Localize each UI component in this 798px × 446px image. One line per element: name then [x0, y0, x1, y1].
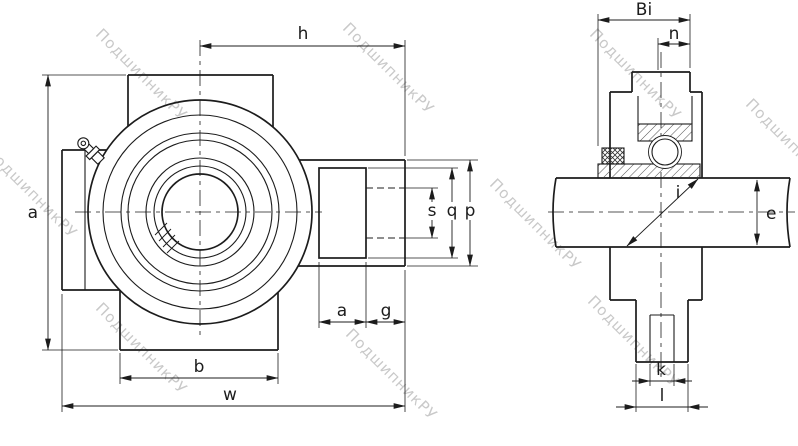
inner-ring-sleeve [597, 163, 701, 179]
dimension-a-height: a [28, 74, 126, 351]
slot-window [318, 167, 367, 259]
dimension-k: k [632, 360, 692, 386]
watermark-text: ПодшипникРУ [486, 175, 585, 274]
dim-label-i: i [676, 183, 681, 203]
dim-label-a-slot: a [337, 301, 347, 321]
dimension-b: b [119, 353, 279, 384]
dim-label-b: b [194, 357, 205, 377]
dim-label-n: n [669, 24, 680, 44]
hidden-slot-lines [366, 187, 405, 239]
dim-label-e: e [766, 204, 776, 224]
dim-label-l: l [660, 386, 665, 406]
bottom-screw-slot [649, 314, 675, 362]
shaft-outline [552, 177, 791, 248]
grease-fitting-icon [77, 137, 105, 165]
dimension-i: i [626, 178, 699, 247]
watermark-text: ПодшипникРУ [584, 292, 683, 391]
dimension-q: q [368, 167, 460, 259]
side-view: Bi n i e k [548, 0, 795, 412]
dimension-p: p [407, 159, 478, 267]
bore-hatch-ticks [154, 222, 180, 254]
dim-label-bi: Bi [636, 0, 652, 20]
dim-label-w: w [223, 385, 237, 405]
dim-label-k: k [656, 360, 666, 380]
set-screw-collar [601, 147, 625, 165]
watermark-text: ПодшипникРУ [339, 19, 438, 118]
dimension-bi: Bi [597, 0, 691, 146]
dimension-s: s [405, 187, 440, 239]
watermark-text: ПодшипникРУ [92, 299, 191, 398]
watermark-text: ПодшипникРУ [0, 143, 81, 242]
dimension-a-slot-and-g: a g [318, 262, 406, 412]
dim-label-q: q [447, 201, 458, 221]
dim-label-s: s [428, 201, 437, 221]
side-housing-outline [609, 71, 703, 363]
front-view: h a s q p [28, 24, 478, 412]
dim-label-g: g [381, 301, 392, 321]
ball [651, 138, 679, 166]
dim-label-h: h [298, 24, 309, 44]
dimension-e: e [754, 179, 776, 246]
dimension-h: h [199, 24, 406, 156]
dimension-n: n [657, 24, 691, 70]
dim-label-a-height: a [28, 203, 38, 223]
bearing-section [597, 123, 701, 179]
dimension-l: l [616, 364, 708, 412]
bearing-circles [87, 99, 313, 325]
dim-label-p: p [465, 201, 476, 221]
watermark-text: ПодшипникРУ [342, 325, 441, 424]
dimension-w: w [61, 294, 406, 412]
housing-bore-lines [637, 96, 693, 124]
